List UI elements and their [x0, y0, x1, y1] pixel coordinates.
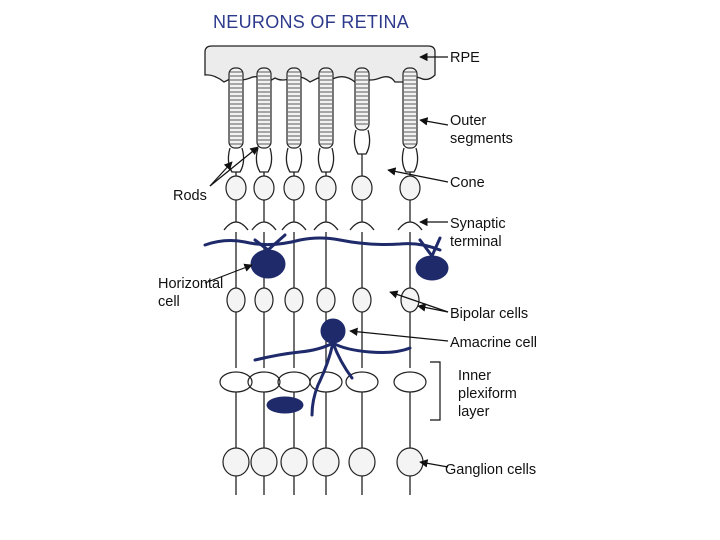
label-synaptic-terminal-2: terminal [450, 234, 502, 250]
photoreceptor-cells [223, 67, 423, 231]
synaptic-terminal [313, 221, 339, 231]
photoreceptor-nucleus [315, 175, 337, 201]
photoreceptor-nucleus [399, 175, 421, 201]
label-horizontal-cell-1: Horizontal [158, 276, 223, 292]
ganglion-nucleus [280, 447, 308, 477]
synaptic-terminal [397, 221, 423, 231]
bipolar-nucleus [400, 287, 420, 313]
photoreceptor-nucleus [225, 175, 247, 201]
label-synaptic-terminal-1: Synaptic [450, 216, 506, 232]
label-inner-plexiform-2: plexiform [458, 386, 517, 402]
bipolar-nucleus [352, 287, 372, 313]
neuron-columns [219, 232, 427, 495]
inner-segment [353, 129, 371, 155]
ganglion-nucleus [396, 447, 424, 477]
synaptic-terminal [281, 221, 307, 231]
inner-segment [401, 147, 419, 173]
label-bipolar-cells: Bipolar cells [450, 306, 528, 322]
label-amacrine-cell: Amacrine cell [450, 335, 537, 351]
plexiform-synapse [247, 371, 281, 393]
plexiform-synapse [309, 371, 343, 393]
ganglion-nucleus [250, 447, 278, 477]
amacrine-cell-shape [253, 318, 412, 417]
label-rpe: RPE [450, 50, 480, 66]
bipolar-nucleus [254, 287, 274, 313]
ganglion-nucleus [312, 447, 340, 477]
horizontal-cell-shape [203, 233, 449, 281]
bipolar-nucleus [284, 287, 304, 313]
outer-segment [354, 67, 370, 131]
synaptic-terminal [223, 221, 249, 231]
label-rods: Rods [173, 188, 207, 204]
photoreceptor-nucleus [253, 175, 275, 201]
ganglion-nucleus [348, 447, 376, 477]
label-outer-segments-2: segments [450, 131, 513, 147]
inner-segment [255, 147, 273, 173]
ganglion-nucleus [222, 447, 250, 477]
label-pointers [204, 52, 449, 468]
slide-title: NEURONS OF RETINA [213, 12, 410, 32]
synaptic-terminal [251, 221, 277, 231]
photoreceptor-nucleus [351, 175, 373, 201]
bipolar-nucleus [226, 287, 246, 313]
label-cone: Cone [450, 175, 485, 191]
plexiform-synapse [277, 371, 311, 393]
plexiform-synapse [219, 371, 253, 393]
label-inner-plexiform-1: Inner [458, 368, 491, 384]
bipolar-nucleus [316, 287, 336, 313]
inner-segment [317, 147, 335, 173]
label-inner-plexiform-3: layer [458, 404, 490, 420]
plexiform-synapse [393, 371, 427, 393]
inner-segment [285, 147, 303, 173]
label-ganglion-cells: Ganglion cells [445, 462, 536, 478]
label-horizontal-cell-2: cell [158, 294, 180, 310]
synaptic-terminal [349, 221, 375, 231]
label-outer-segments-1: Outer [450, 113, 486, 129]
photoreceptor-nucleus [283, 175, 305, 201]
